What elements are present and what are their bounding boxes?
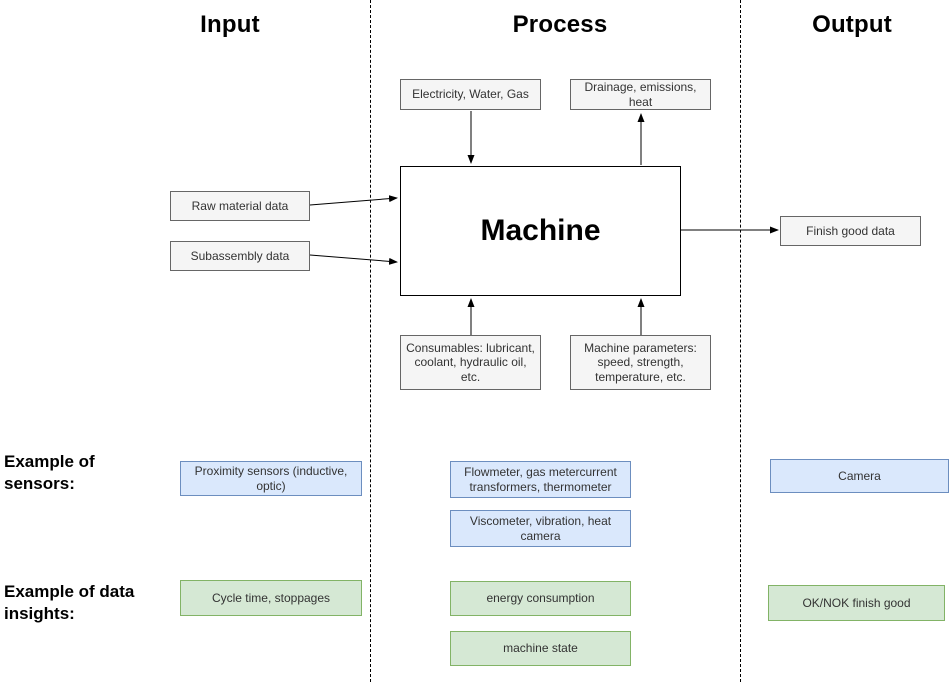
sensor-box-viscometer: Viscometer, vibration, heat camera bbox=[450, 510, 631, 547]
box-subassembly-data: Subassembly data bbox=[170, 241, 310, 271]
column-header-process: Process bbox=[512, 11, 608, 38]
box-drainage-emissions-heat: Drainage, emissions, heat bbox=[570, 79, 711, 110]
box-consumables: Consumables: lubricant, coolant, hydraul… bbox=[400, 335, 541, 390]
process-output-divider bbox=[740, 0, 741, 682]
sensor-box-flowmeter: Flowmeter, gas metercurrent transformers… bbox=[450, 461, 631, 498]
machine-label: Machine bbox=[480, 214, 601, 247]
machine-box: Machine bbox=[400, 166, 681, 296]
arrow-subassembly-to-machine bbox=[309, 254, 398, 265]
box-machine-parameters: Machine parameters: speed, strength, tem… bbox=[570, 335, 711, 390]
arrow-raw-material-to-machine bbox=[309, 195, 398, 206]
label-example-of-sensors: Example of sensors: bbox=[4, 452, 95, 494]
input-process-divider bbox=[370, 0, 371, 682]
box-raw-material-data: Raw material data bbox=[170, 191, 310, 221]
sensor-box-camera: Camera bbox=[770, 459, 949, 493]
insight-box-ok-nok: OK/NOK finish good bbox=[768, 585, 945, 621]
box-finish-good-data: Finish good data bbox=[780, 216, 921, 246]
insight-box-machine-state: machine state bbox=[450, 631, 631, 666]
insight-box-cycle-time: Cycle time, stoppages bbox=[180, 580, 362, 616]
column-header-output: Output bbox=[812, 11, 892, 38]
column-header-input: Input bbox=[200, 11, 260, 38]
insight-box-energy-consumption: energy consumption bbox=[450, 581, 631, 616]
label-example-of-data-insights: Example of data insights: bbox=[4, 582, 135, 624]
box-electricity-water-gas: Electricity, Water, Gas bbox=[400, 79, 541, 110]
sensor-box-proximity: Proximity sensors (inductive, optic) bbox=[180, 461, 362, 496]
